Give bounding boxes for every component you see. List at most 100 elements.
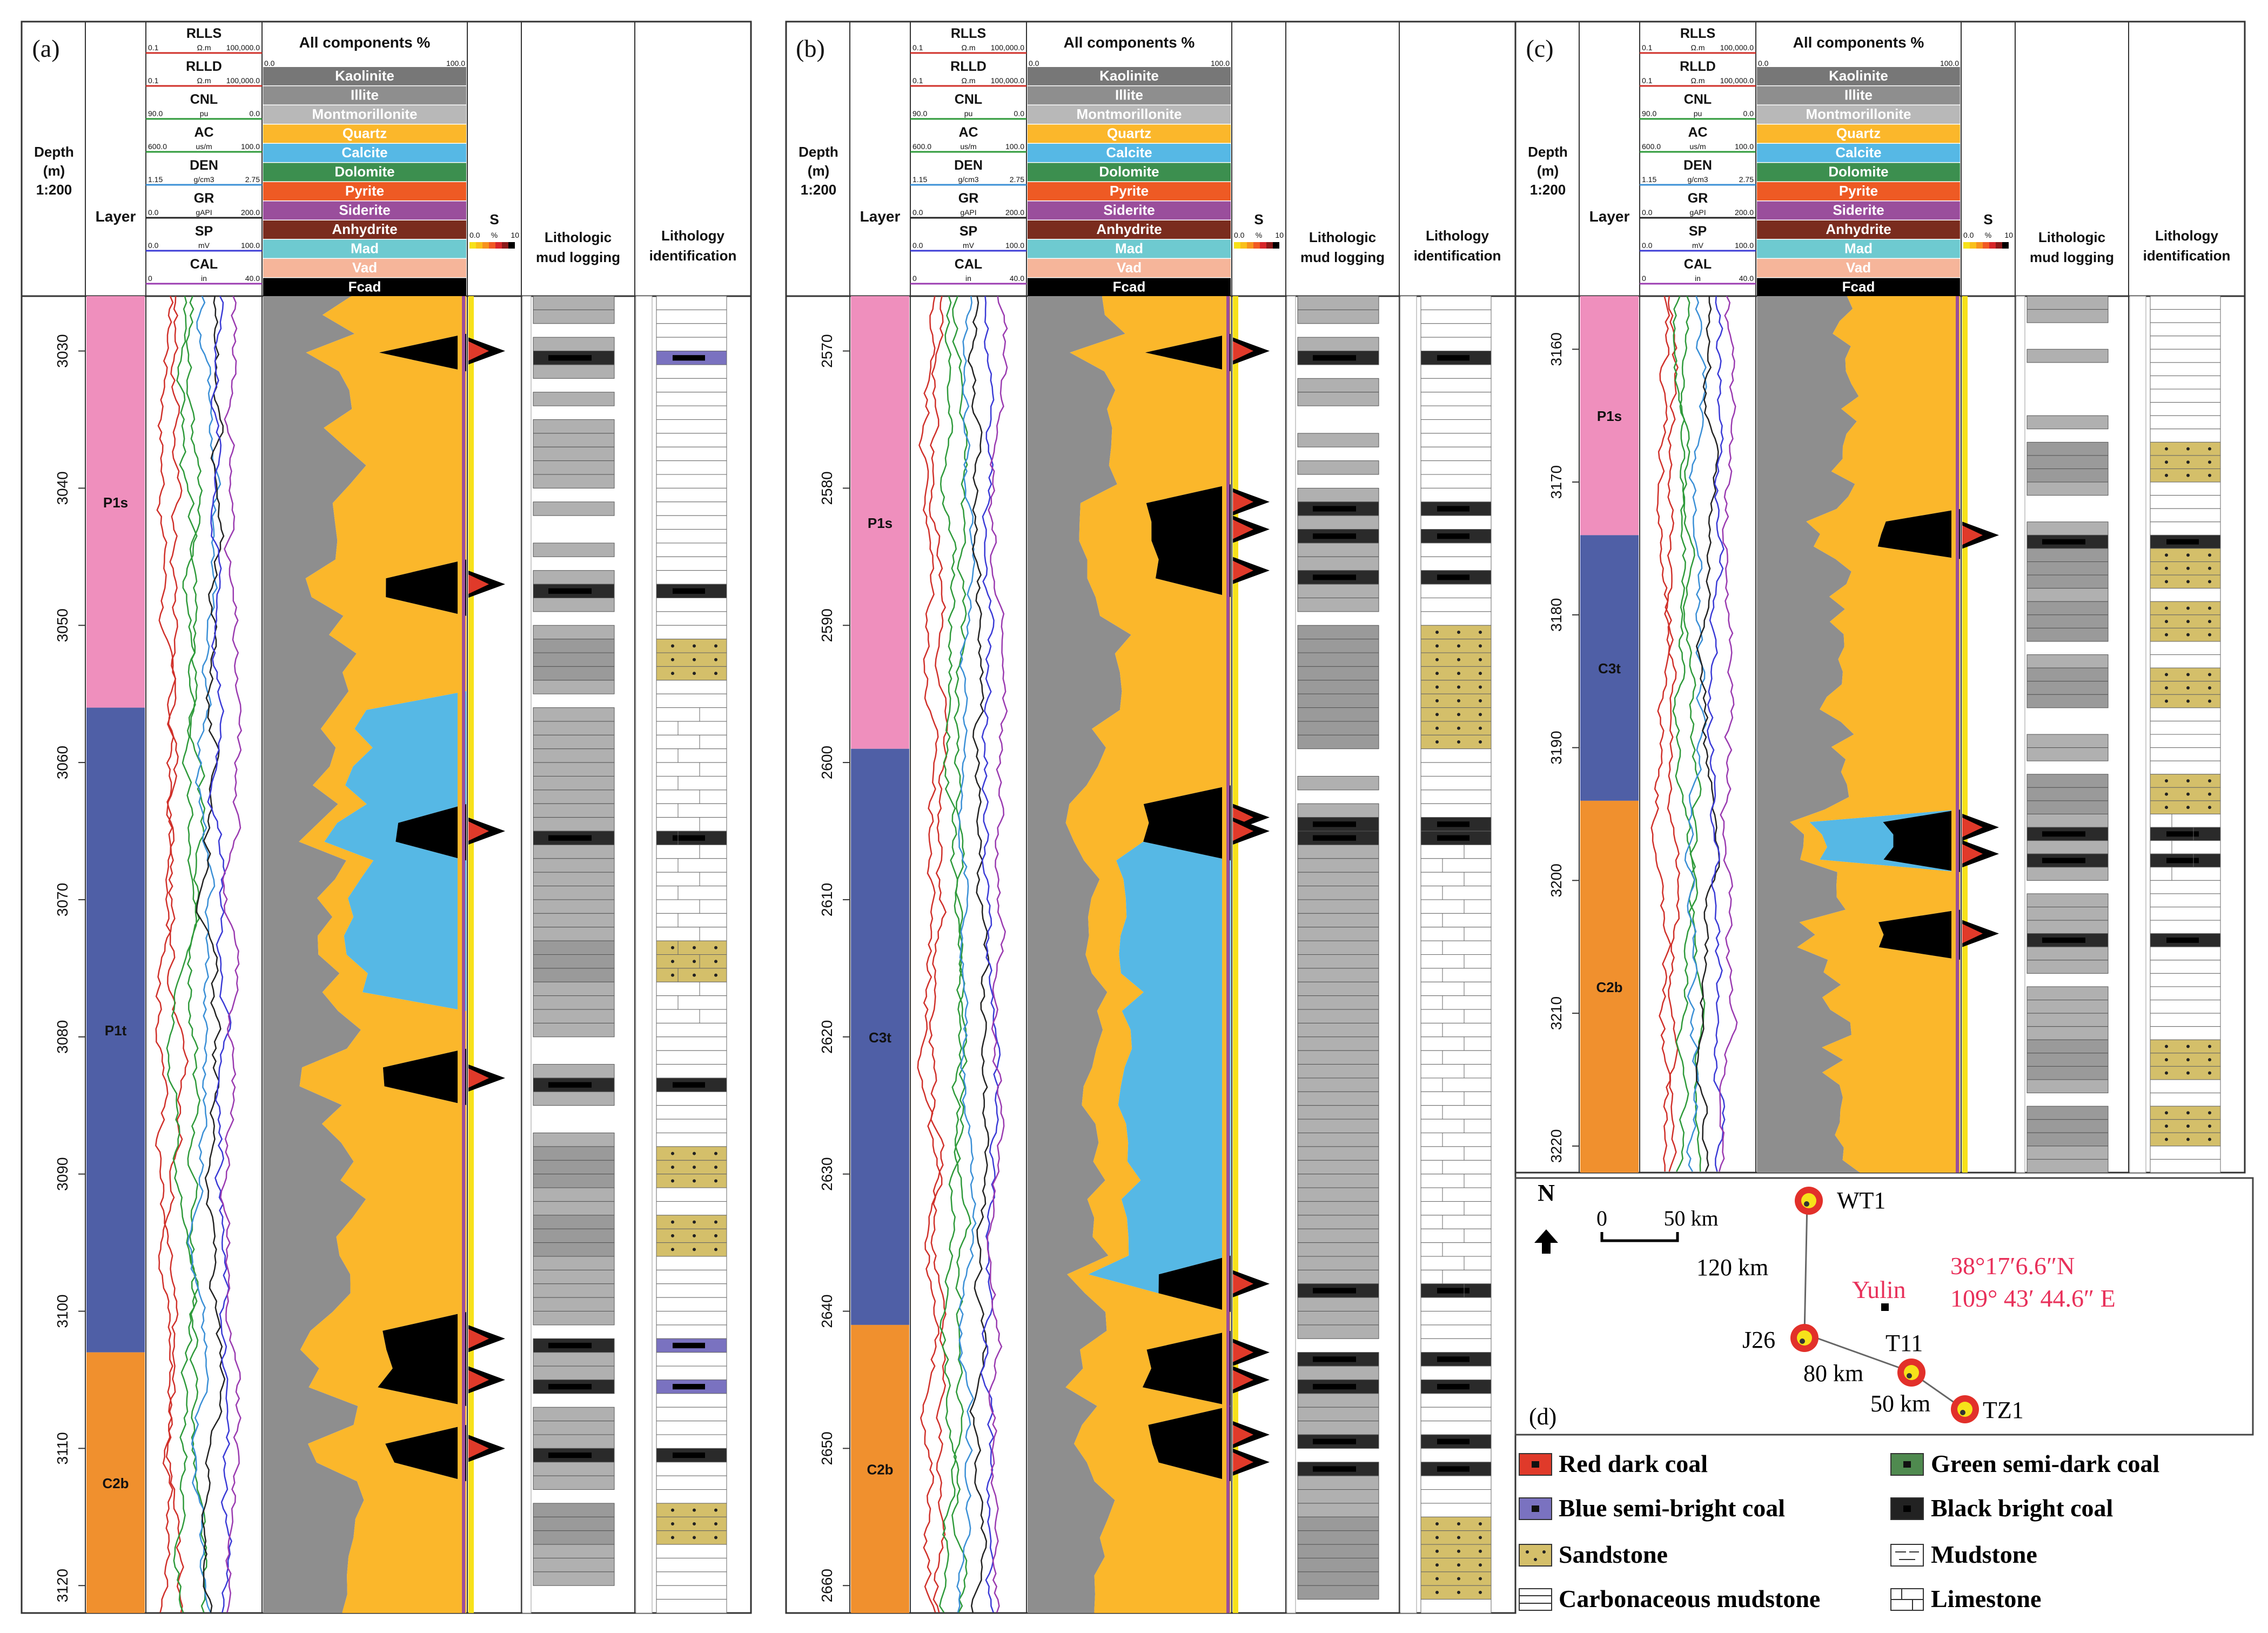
curve-max: 100.0: [1735, 241, 1754, 250]
curve-max: 0.0: [250, 109, 260, 118]
svg-text:Red dark coal: Red dark coal: [1559, 1450, 1708, 1477]
component-label: Dolomite: [1099, 164, 1159, 180]
depth-tick: 2610: [818, 883, 835, 916]
s-scale-unit: %: [1985, 231, 1991, 239]
well-marker-tz1: [1951, 1395, 1979, 1423]
s-scale-max: 10: [1275, 231, 1284, 239]
depth-unit: (m): [808, 163, 829, 179]
legend-black-coal: Black bright coal: [1890, 1494, 2113, 1522]
component-label: Vad: [1117, 259, 1142, 276]
component-area-fcad: [1877, 296, 1960, 1173]
log-curve: [166, 296, 200, 1613]
component-label: Montmorillonite: [312, 106, 418, 122]
component-label: Vad: [1846, 259, 1871, 276]
s-title: S: [1983, 211, 1992, 227]
component-label: Dolomite: [1828, 164, 1888, 180]
curve-name-rlld: RLLD: [950, 59, 987, 74]
component-label: Anhydrite: [1826, 221, 1891, 237]
component-swatch-fcad: [263, 278, 466, 297]
component-swatch-vad: [263, 259, 466, 277]
component-swatch-calcite: [1757, 144, 1960, 162]
component-label: Quartz: [1836, 125, 1881, 142]
component-label: Quartz: [343, 125, 387, 142]
curve-min: 0.0: [1642, 208, 1653, 217]
component-area-clay: [1028, 296, 1131, 1613]
layer-p1s: [1580, 296, 1639, 536]
north-label: N: [1538, 1180, 1555, 1206]
layer-label: P1s: [103, 494, 128, 511]
component-swatch-pyrite: [1757, 182, 1960, 200]
log-curve: [956, 296, 977, 1613]
component-swatch-illite: [1757, 86, 1960, 105]
svg-text:Carbonaceous mudstone: Carbonaceous mudstone: [1559, 1585, 1820, 1612]
curve-max: 40.0: [245, 274, 260, 283]
depth-tick: 2640: [818, 1294, 835, 1328]
component-label: Pyrite: [1839, 183, 1878, 199]
curve-unit: mV: [963, 241, 975, 250]
curve-min: 600.0: [912, 142, 931, 151]
component-swatch-quartz: [1757, 124, 1960, 143]
panel-label-b: (b): [796, 35, 825, 62]
curve-name-sp: SP: [959, 224, 977, 239]
curve-min: 0.0: [912, 241, 923, 250]
legend-red-coal: Red dark coal: [1519, 1450, 1708, 1477]
legend-blue-coal: Blue semi-bright coal: [1519, 1494, 1785, 1522]
components-title: All components %: [299, 34, 431, 51]
component-label: Siderite: [339, 202, 390, 218]
component-swatch-kaolinite: [1028, 67, 1231, 85]
log-curve: [1719, 296, 1738, 1172]
curve-name-ac: AC: [958, 125, 978, 140]
log-curve: [158, 296, 189, 1613]
curve-max: 100.0: [241, 142, 260, 151]
log-curve: [207, 296, 232, 1613]
curve-name-rlld: RLLD: [186, 59, 222, 74]
lith-title-2: identification: [1414, 247, 1501, 264]
s-scale-max: 10: [511, 231, 519, 239]
component-label: Fcad: [1842, 279, 1875, 295]
component-swatch-mad: [1028, 239, 1231, 258]
depth-scale: 1:200: [1530, 182, 1566, 198]
curve-max: 100,000.0: [1720, 76, 1754, 85]
component-label: Mad: [1844, 240, 1873, 257]
s-scale-min: 0.0: [469, 231, 480, 239]
component-swatch-illite: [263, 86, 466, 105]
lith-title-2: identification: [649, 247, 737, 264]
component-label: Kaolinite: [1829, 68, 1888, 84]
component-label: Siderite: [1833, 202, 1884, 218]
depth-tick: 3060: [54, 746, 71, 779]
depth-tick: 2590: [818, 608, 835, 642]
layer-c2b: [86, 1352, 145, 1613]
component-label: Mad: [351, 240, 379, 257]
distance-80: 80 km: [1803, 1360, 1863, 1387]
curve-min: 0.1: [148, 76, 159, 85]
log-curve: [1665, 296, 1681, 1172]
log-curve: [1672, 296, 1699, 1172]
curve-max: 200.0: [1005, 208, 1024, 217]
log-curve: [187, 296, 222, 1613]
component-swatch-fcad: [1028, 278, 1231, 297]
curve-name-gr: GR: [194, 191, 214, 206]
curve-name-cnl: CNL: [190, 92, 218, 107]
curve-max: 100.0: [1735, 142, 1754, 151]
comp-scale-min: 0.0: [1029, 59, 1039, 68]
depth-tick: 3170: [1548, 465, 1565, 499]
curve-name-den: DEN: [954, 158, 983, 173]
component-label: Montmorillonite: [1077, 106, 1182, 122]
layer-label: P1s: [1597, 408, 1622, 424]
svg-text:Green semi-dark coal: Green semi-dark coal: [1931, 1450, 2159, 1477]
component-swatch-illite: [1028, 86, 1231, 105]
curve-unit: pu: [1694, 109, 1702, 118]
distance-120: 120 km: [1696, 1254, 1768, 1281]
component-swatch-kaolinite: [1757, 67, 1960, 85]
curve-unit: mV: [1692, 241, 1704, 250]
layer-c2b: [851, 1324, 909, 1613]
depth-tick: 2630: [818, 1157, 835, 1191]
component-area-quartz: [299, 296, 466, 1613]
depth-title: Depth: [799, 144, 838, 160]
curve-min: 1.15: [1642, 175, 1656, 184]
curve-name-ac: AC: [194, 125, 213, 140]
svg-text:Black bright coal: Black bright coal: [1931, 1494, 2113, 1522]
